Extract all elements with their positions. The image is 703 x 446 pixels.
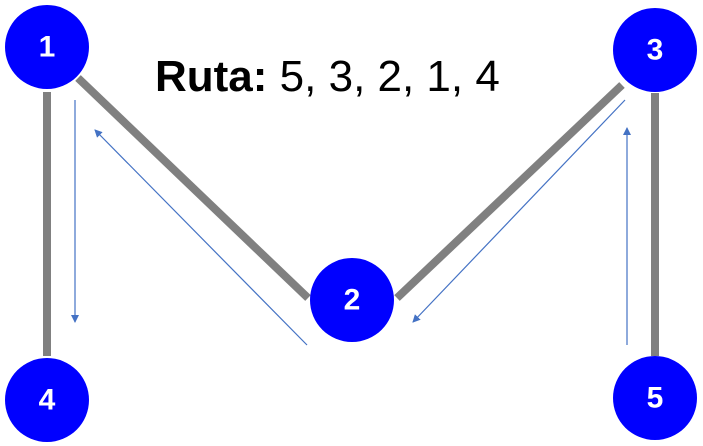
arrow-3-2 <box>412 99 626 323</box>
node-5-label: 5 <box>647 382 664 415</box>
node-4-label: 4 <box>39 384 56 417</box>
node-3-label: 3 <box>647 34 664 67</box>
node-4 <box>5 358 89 442</box>
route-title: Ruta: 5, 3, 2, 1, 4 <box>155 52 500 102</box>
node-1-label: 1 <box>39 31 56 64</box>
route-sequence: 5, 3, 2, 1, 4 <box>279 52 500 101</box>
edge-2-3 <box>394 82 625 301</box>
node-1 <box>5 5 89 89</box>
node-3 <box>613 8 697 92</box>
node-2-label: 2 <box>344 284 361 317</box>
node-2 <box>310 258 394 342</box>
route-title-label: Ruta: <box>155 52 268 101</box>
node-5 <box>613 356 697 440</box>
arrow-2-1 <box>94 129 308 346</box>
edge-1-2 <box>75 75 311 301</box>
